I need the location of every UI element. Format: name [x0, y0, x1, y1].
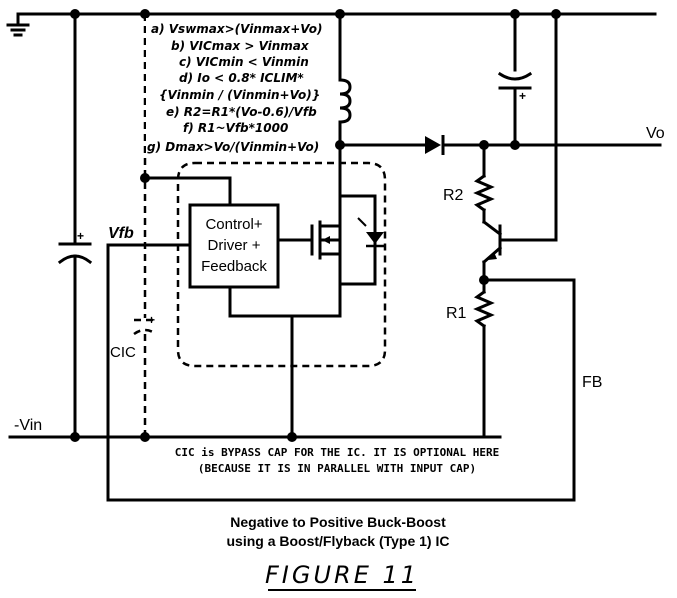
- r2-label: R2: [443, 187, 464, 204]
- r2-resistor: [473, 173, 495, 213]
- transistor-arrow-icon: [488, 252, 497, 260]
- cic-label: CIC: [110, 344, 136, 361]
- fb-label: FB: [582, 374, 602, 391]
- cic-plus: +: [148, 313, 155, 327]
- figure-label: FIGURE 11: [265, 561, 419, 589]
- body-diode-icon: [357, 217, 384, 248]
- r1-label: R1: [446, 305, 467, 322]
- controller-line-3: Feedback: [201, 258, 267, 275]
- junction-dots: [70, 9, 561, 442]
- cic-plate-bottom: [133, 328, 157, 336]
- mosfet-arrow-icon: [322, 236, 330, 244]
- vfb-label: Vfb: [108, 225, 134, 242]
- condition-d-cont: {Vinmin / (Vinmin+Vo)}: [159, 88, 320, 102]
- condition-f: f) R1~Vfb*1000: [183, 121, 288, 135]
- note-line-1: CIC is BYPASS CAP FOR THE IC. IT IS OPTI…: [175, 446, 500, 459]
- caption-line-2: using a Boost/Flyback (Type 1) IC: [226, 533, 449, 549]
- ic-outline: [176, 161, 387, 368]
- caption-line-1: Negative to Positive Buck-Boost: [230, 514, 446, 530]
- output-cap-curve: [497, 71, 533, 81]
- conditions-block: a) Vswmax>(Vinmax+Vo) b) VICmax > Vinmax…: [146, 18, 332, 156]
- controller-line-2: Driver +: [208, 237, 261, 254]
- inductor-coil: [338, 78, 352, 124]
- transistor-lead-top: [481, 219, 503, 237]
- condition-a: a) Vswmax>(Vinmax+Vo): [151, 22, 322, 36]
- controller-box: [188, 203, 280, 289]
- condition-c: c) VICmin < Vinmin: [179, 55, 309, 69]
- ground-icon: [6, 12, 30, 37]
- condition-d: d) Io < 0.8* ICLIM*: [179, 71, 304, 85]
- input-cap-plus: +: [77, 229, 84, 243]
- condition-b: b) VICmax > Vinmax: [171, 39, 310, 53]
- note-line-2: (BECAUSE IT IS IN PARALLEL WITH INPUT CA…: [198, 462, 476, 475]
- controller-line-1: Control+: [205, 216, 262, 233]
- diode-icon: [425, 135, 445, 155]
- condition-g: g) Dmax>Vo/(Vinmin+Vo): [147, 140, 319, 154]
- condition-e: e) R2=R1*(Vo-0.6)/Vfb: [166, 105, 317, 119]
- vin-label: -Vin: [14, 417, 42, 434]
- r1-resistor: [473, 289, 495, 329]
- vo-label: Vo: [646, 125, 665, 142]
- output-cap-plus: +: [519, 89, 526, 103]
